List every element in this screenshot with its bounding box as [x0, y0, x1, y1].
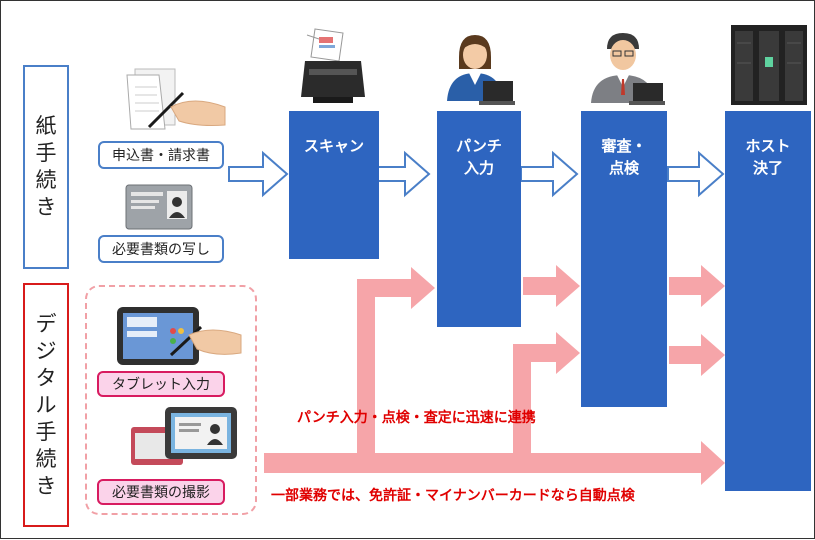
caption-text: 申込書・請求書	[112, 148, 210, 164]
pink-arrow-to-host-high	[669, 265, 725, 307]
column-punch-input: パンチ 入力	[437, 111, 521, 327]
digital-inputs-group	[85, 285, 257, 515]
caption-application-form: 申込書・請求書	[98, 141, 224, 169]
paper-label-char: き	[35, 195, 57, 219]
column-label: 点検	[608, 159, 639, 177]
digital-label-char: ジ	[35, 338, 57, 363]
caption-tablet-input: タブレット入力	[97, 371, 225, 397]
digital-label-char: 手	[35, 419, 57, 444]
document-pen-icon	[126, 68, 226, 130]
outline-arrow-1	[228, 150, 289, 198]
pink-riser-1	[357, 289, 375, 463]
pink-arrow-to-review-low	[513, 332, 580, 374]
id-card-icon	[125, 184, 193, 230]
pink-arrow-to-punch	[357, 267, 435, 309]
pink-arrow-to-review-high	[523, 265, 580, 307]
column-label: パンチ	[456, 137, 502, 155]
paper-label-char: 続	[35, 168, 57, 192]
pink-arrow-to-host-low	[669, 334, 725, 376]
pink-arrow-bottom	[264, 441, 725, 485]
column-label: 決了	[752, 159, 783, 177]
operator-man-icon	[591, 33, 665, 105]
outline-arrow-3	[520, 150, 579, 198]
digital-label-char: ル	[35, 392, 57, 417]
column-label: スキャン	[303, 137, 364, 155]
paper-procedure-label: 紙 手 続 き	[23, 65, 69, 269]
outline-arrow-2	[377, 150, 431, 198]
column-review-check: 審査・ 点検	[581, 111, 667, 407]
pink-riser-2	[513, 353, 531, 463]
caption-document-copies: 必要書類の写し	[98, 235, 224, 263]
digital-procedure-label: デ ジ タ ル 手 続 き	[23, 283, 69, 527]
caption-text: 必要書類の写し	[112, 242, 210, 258]
column-label: 入力	[463, 159, 494, 177]
tablet-pen-icon	[117, 307, 242, 365]
column-scan: スキャン	[289, 111, 379, 259]
digital-label-char: 続	[35, 446, 57, 471]
camera-id-icon	[131, 407, 237, 465]
column-label: 審査・	[601, 137, 647, 155]
scanner-icon	[301, 28, 365, 103]
caption-text: 必要書類の撮影	[112, 485, 210, 501]
digital-label-char: き	[35, 473, 57, 498]
column-label: ホスト	[745, 137, 791, 155]
caption-text: タブレット入力	[112, 377, 210, 393]
column-host-settlement: ホスト 決了	[725, 111, 811, 491]
paper-label-char: 紙	[35, 114, 57, 138]
outline-arrow-4	[667, 150, 725, 198]
note-auto-check: 一部業務では、免許証・マイナンバーカードなら自動点検	[271, 488, 635, 504]
operator-woman-icon	[447, 35, 515, 105]
digital-label-char: タ	[35, 365, 57, 390]
digital-label-char: デ	[35, 311, 57, 336]
note-rapid-link: パンチ入力・点検・査定に迅速に連携	[297, 410, 536, 426]
caption-document-photo: 必要書類の撮影	[97, 479, 225, 505]
server-icon	[731, 25, 807, 105]
paper-label-char: 手	[35, 141, 57, 165]
